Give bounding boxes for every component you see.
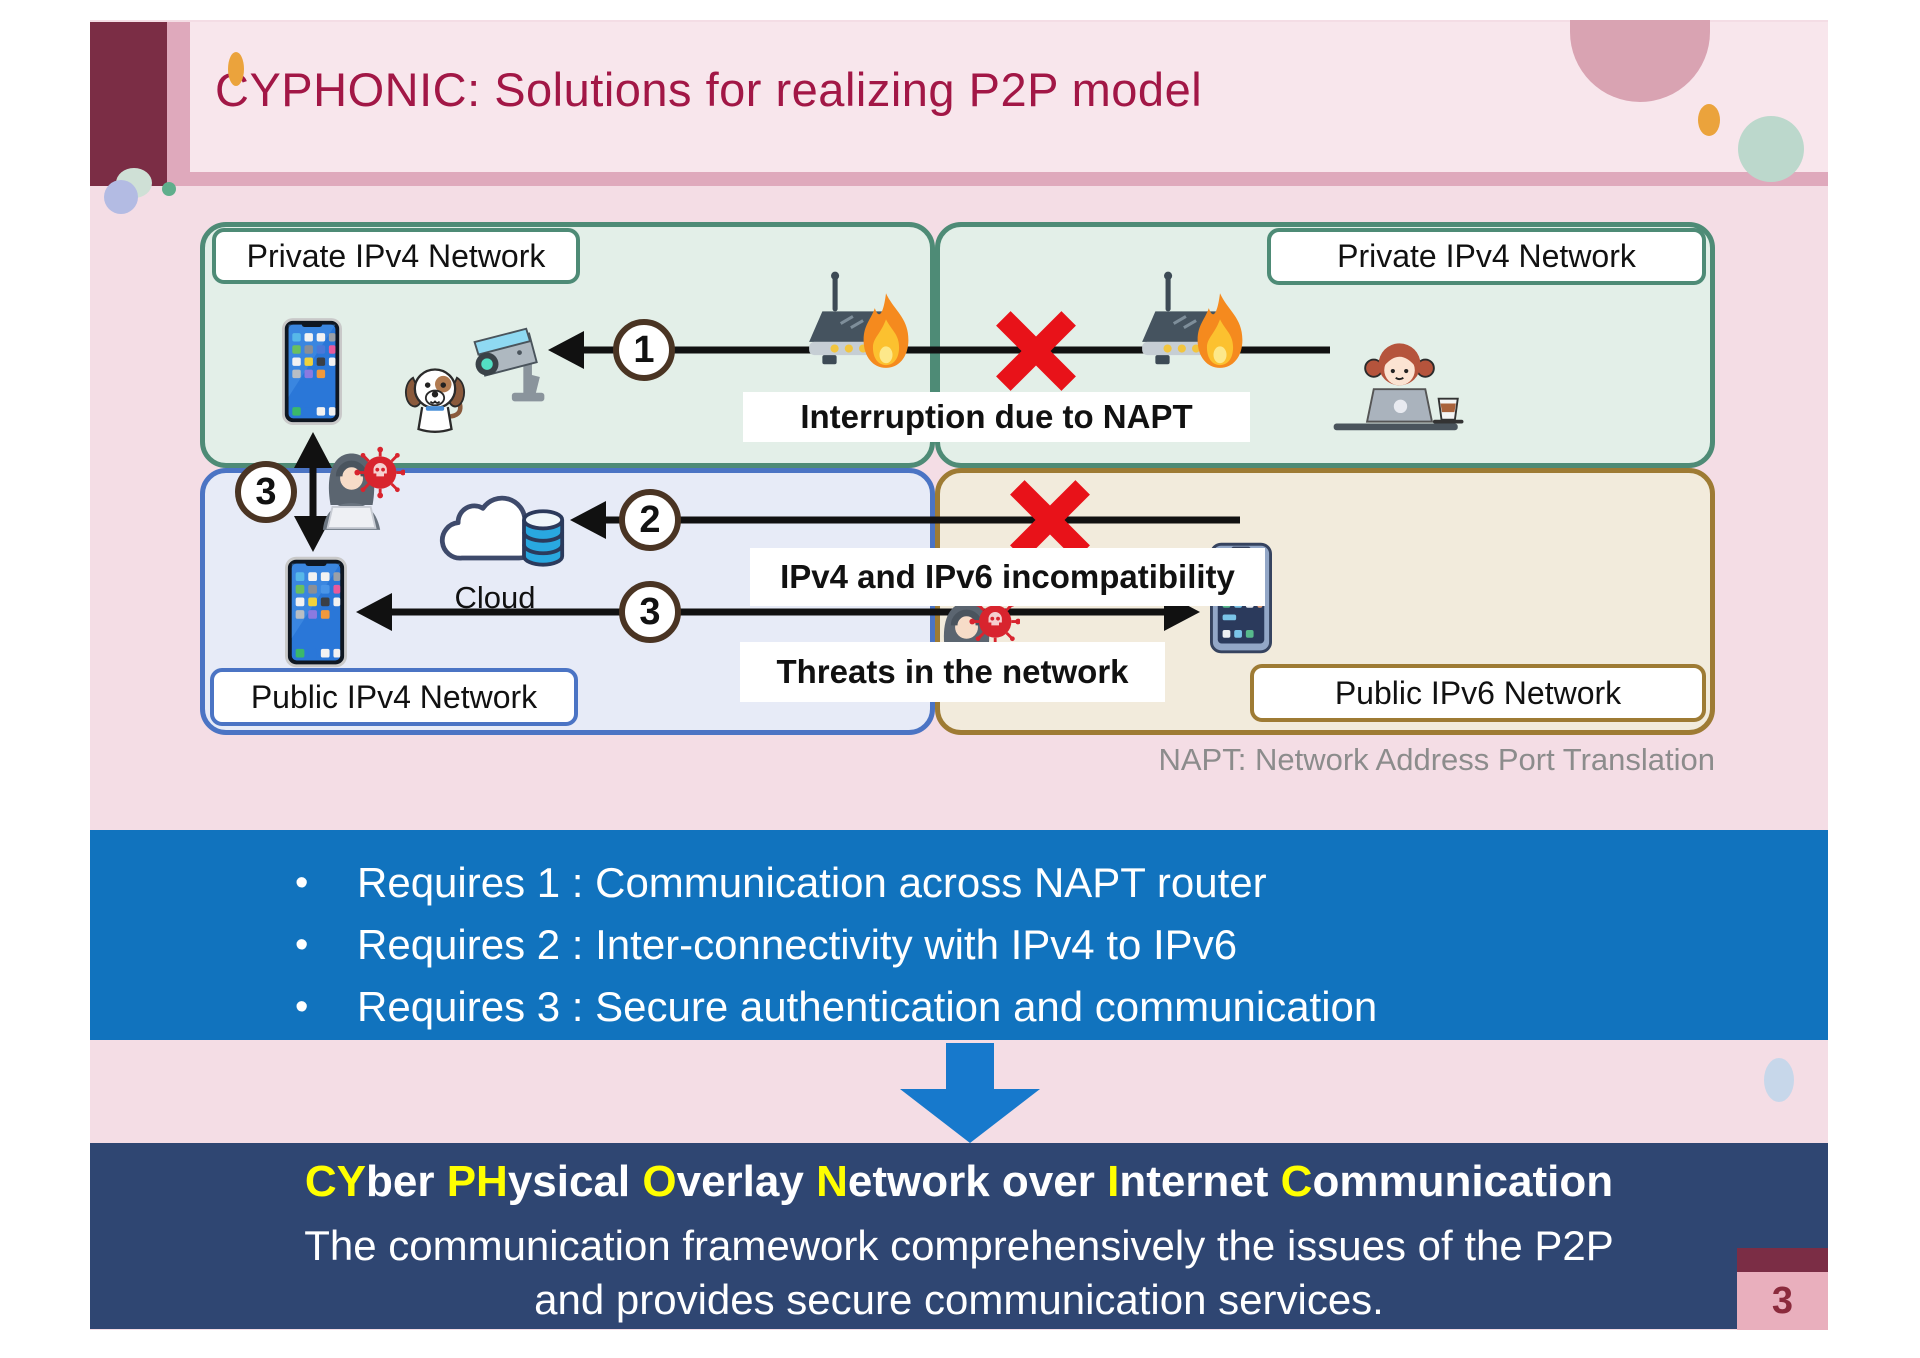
- acronym-part: ysical: [507, 1157, 643, 1206]
- issue-number-text: 3: [639, 590, 661, 633]
- bullet-icon: •: [295, 862, 309, 904]
- cloud-database-icon: [439, 495, 565, 567]
- conclusion-line-2: and provides secure communication servic…: [534, 1276, 1384, 1323]
- issue-number-3: 3: [235, 461, 297, 523]
- requirement-item: • Requires 1 : Communication across NAPT…: [90, 852, 1828, 914]
- acronym-part: I: [1107, 1157, 1120, 1206]
- issue-number-3: 3: [619, 581, 681, 643]
- acronym-part: N: [816, 1157, 848, 1206]
- issue-number-text: 1: [633, 328, 655, 371]
- virus-skull-icon: [354, 446, 405, 499]
- acronym-part: verlay: [676, 1157, 817, 1206]
- network-label-text: Private IPv4 Network: [1337, 238, 1636, 274]
- acronym-part: O: [642, 1157, 677, 1206]
- issue-label-text: Threats in the network: [776, 653, 1129, 690]
- network-label-text: Public IPv6 Network: [1334, 674, 1622, 711]
- smartphone-icon: [285, 556, 347, 668]
- dog-icon: [404, 368, 466, 433]
- issue-label-threats: Threats in the network: [740, 642, 1165, 702]
- virus-skull-icon: [969, 595, 1020, 648]
- requirements-box: • Requires 1 : Communication across NAPT…: [90, 830, 1828, 1040]
- page-number: 3: [1771, 1279, 1794, 1322]
- requirement-text: Requires 3 : Secure authentication and c…: [357, 983, 1378, 1030]
- decoration-orange-dot: [228, 52, 244, 86]
- issue-label-napt: Interruption due to NAPT: [743, 392, 1250, 442]
- bullet-icon: •: [295, 986, 309, 1028]
- cloud-label: Cloud: [454, 580, 536, 615]
- network-label-private-ipv4-right: Private IPv4 Network: [1267, 228, 1706, 285]
- issue-label-text: Interruption due to NAPT: [800, 398, 1193, 435]
- acronym-part: nternet: [1119, 1157, 1281, 1206]
- red-x-icon: [996, 311, 1076, 391]
- decoration-green-dot: [162, 182, 176, 196]
- network-label-text: Private IPv4 Network: [246, 237, 546, 274]
- decoration-blue-dot: [1764, 1058, 1794, 1102]
- decoration-teal-circle: [1738, 116, 1804, 182]
- bullet-icon: •: [295, 924, 309, 966]
- issue-number-text: 3: [255, 470, 277, 513]
- requirement-text: Requires 2 : Inter-connectivity with IPv…: [357, 921, 1238, 968]
- corner-accent-block: [90, 22, 167, 186]
- conclusion-box: CYber PHysical Overlay Network over Inte…: [90, 1143, 1828, 1329]
- issue-label-text: IPv4 and IPv6 incompatibility: [780, 558, 1235, 595]
- title-underline: [90, 172, 1828, 186]
- requirement-text: Requires 1 : Communication across NAPT r…: [357, 859, 1267, 906]
- network-label-public-ipv4: Public IPv4 Network: [210, 668, 578, 726]
- fire-icon: [863, 293, 909, 368]
- title-band-left-strip: [167, 22, 190, 186]
- requirement-item: • Requires 2 : Inter-connectivity with I…: [90, 914, 1828, 976]
- slide-title: CYPHONIC: Solutions for realizing P2P mo…: [215, 63, 1203, 116]
- conclusion-line-1: The communication framework comprehensiv…: [304, 1222, 1614, 1269]
- issue-label-incompatibility: IPv4 and IPv6 incompatibility: [750, 548, 1265, 606]
- acronym-part: ber: [365, 1157, 447, 1206]
- decoration-lavender-dot: [104, 180, 138, 214]
- network-label-text: Public IPv4 Network: [250, 678, 538, 715]
- network-label-private-ipv4-left: Private IPv4 Network: [212, 228, 580, 284]
- down-arrow-icon: [900, 1043, 1040, 1143]
- acronym-part: PH: [446, 1157, 508, 1206]
- napt-caption: NAPT: Network Address Port Translation: [1158, 742, 1715, 777]
- requirement-item: • Requires 3 : Secure authentication and…: [90, 976, 1828, 1038]
- acronym-part: CY: [304, 1157, 366, 1206]
- red-x-icon: [1010, 480, 1090, 560]
- cyphonic-acronym: CYber PHysical Overlay Network over Inte…: [90, 1157, 1828, 1207]
- fire-icon: [1197, 293, 1243, 368]
- page-number-accent-bar: [1737, 1248, 1828, 1272]
- issue-number-2: 2: [619, 489, 681, 551]
- network-label-public-ipv6: Public IPv6 Network: [1250, 664, 1706, 722]
- issue-number-text: 2: [639, 498, 661, 541]
- hacker-icon: [322, 446, 405, 530]
- decoration-orange-dot: [1698, 104, 1720, 136]
- security-camera-icon: [473, 327, 545, 402]
- acronym-part: C: [1280, 1157, 1313, 1206]
- person-at-laptop-icon: [1333, 343, 1464, 431]
- acronym-part: etwork over: [847, 1157, 1108, 1206]
- issue-number-1: 1: [613, 319, 675, 381]
- title-band: [190, 22, 1828, 172]
- smartphone-icon: [282, 318, 342, 425]
- acronym-part: ommunication: [1312, 1157, 1614, 1206]
- page-number-badge: 3: [1737, 1272, 1828, 1330]
